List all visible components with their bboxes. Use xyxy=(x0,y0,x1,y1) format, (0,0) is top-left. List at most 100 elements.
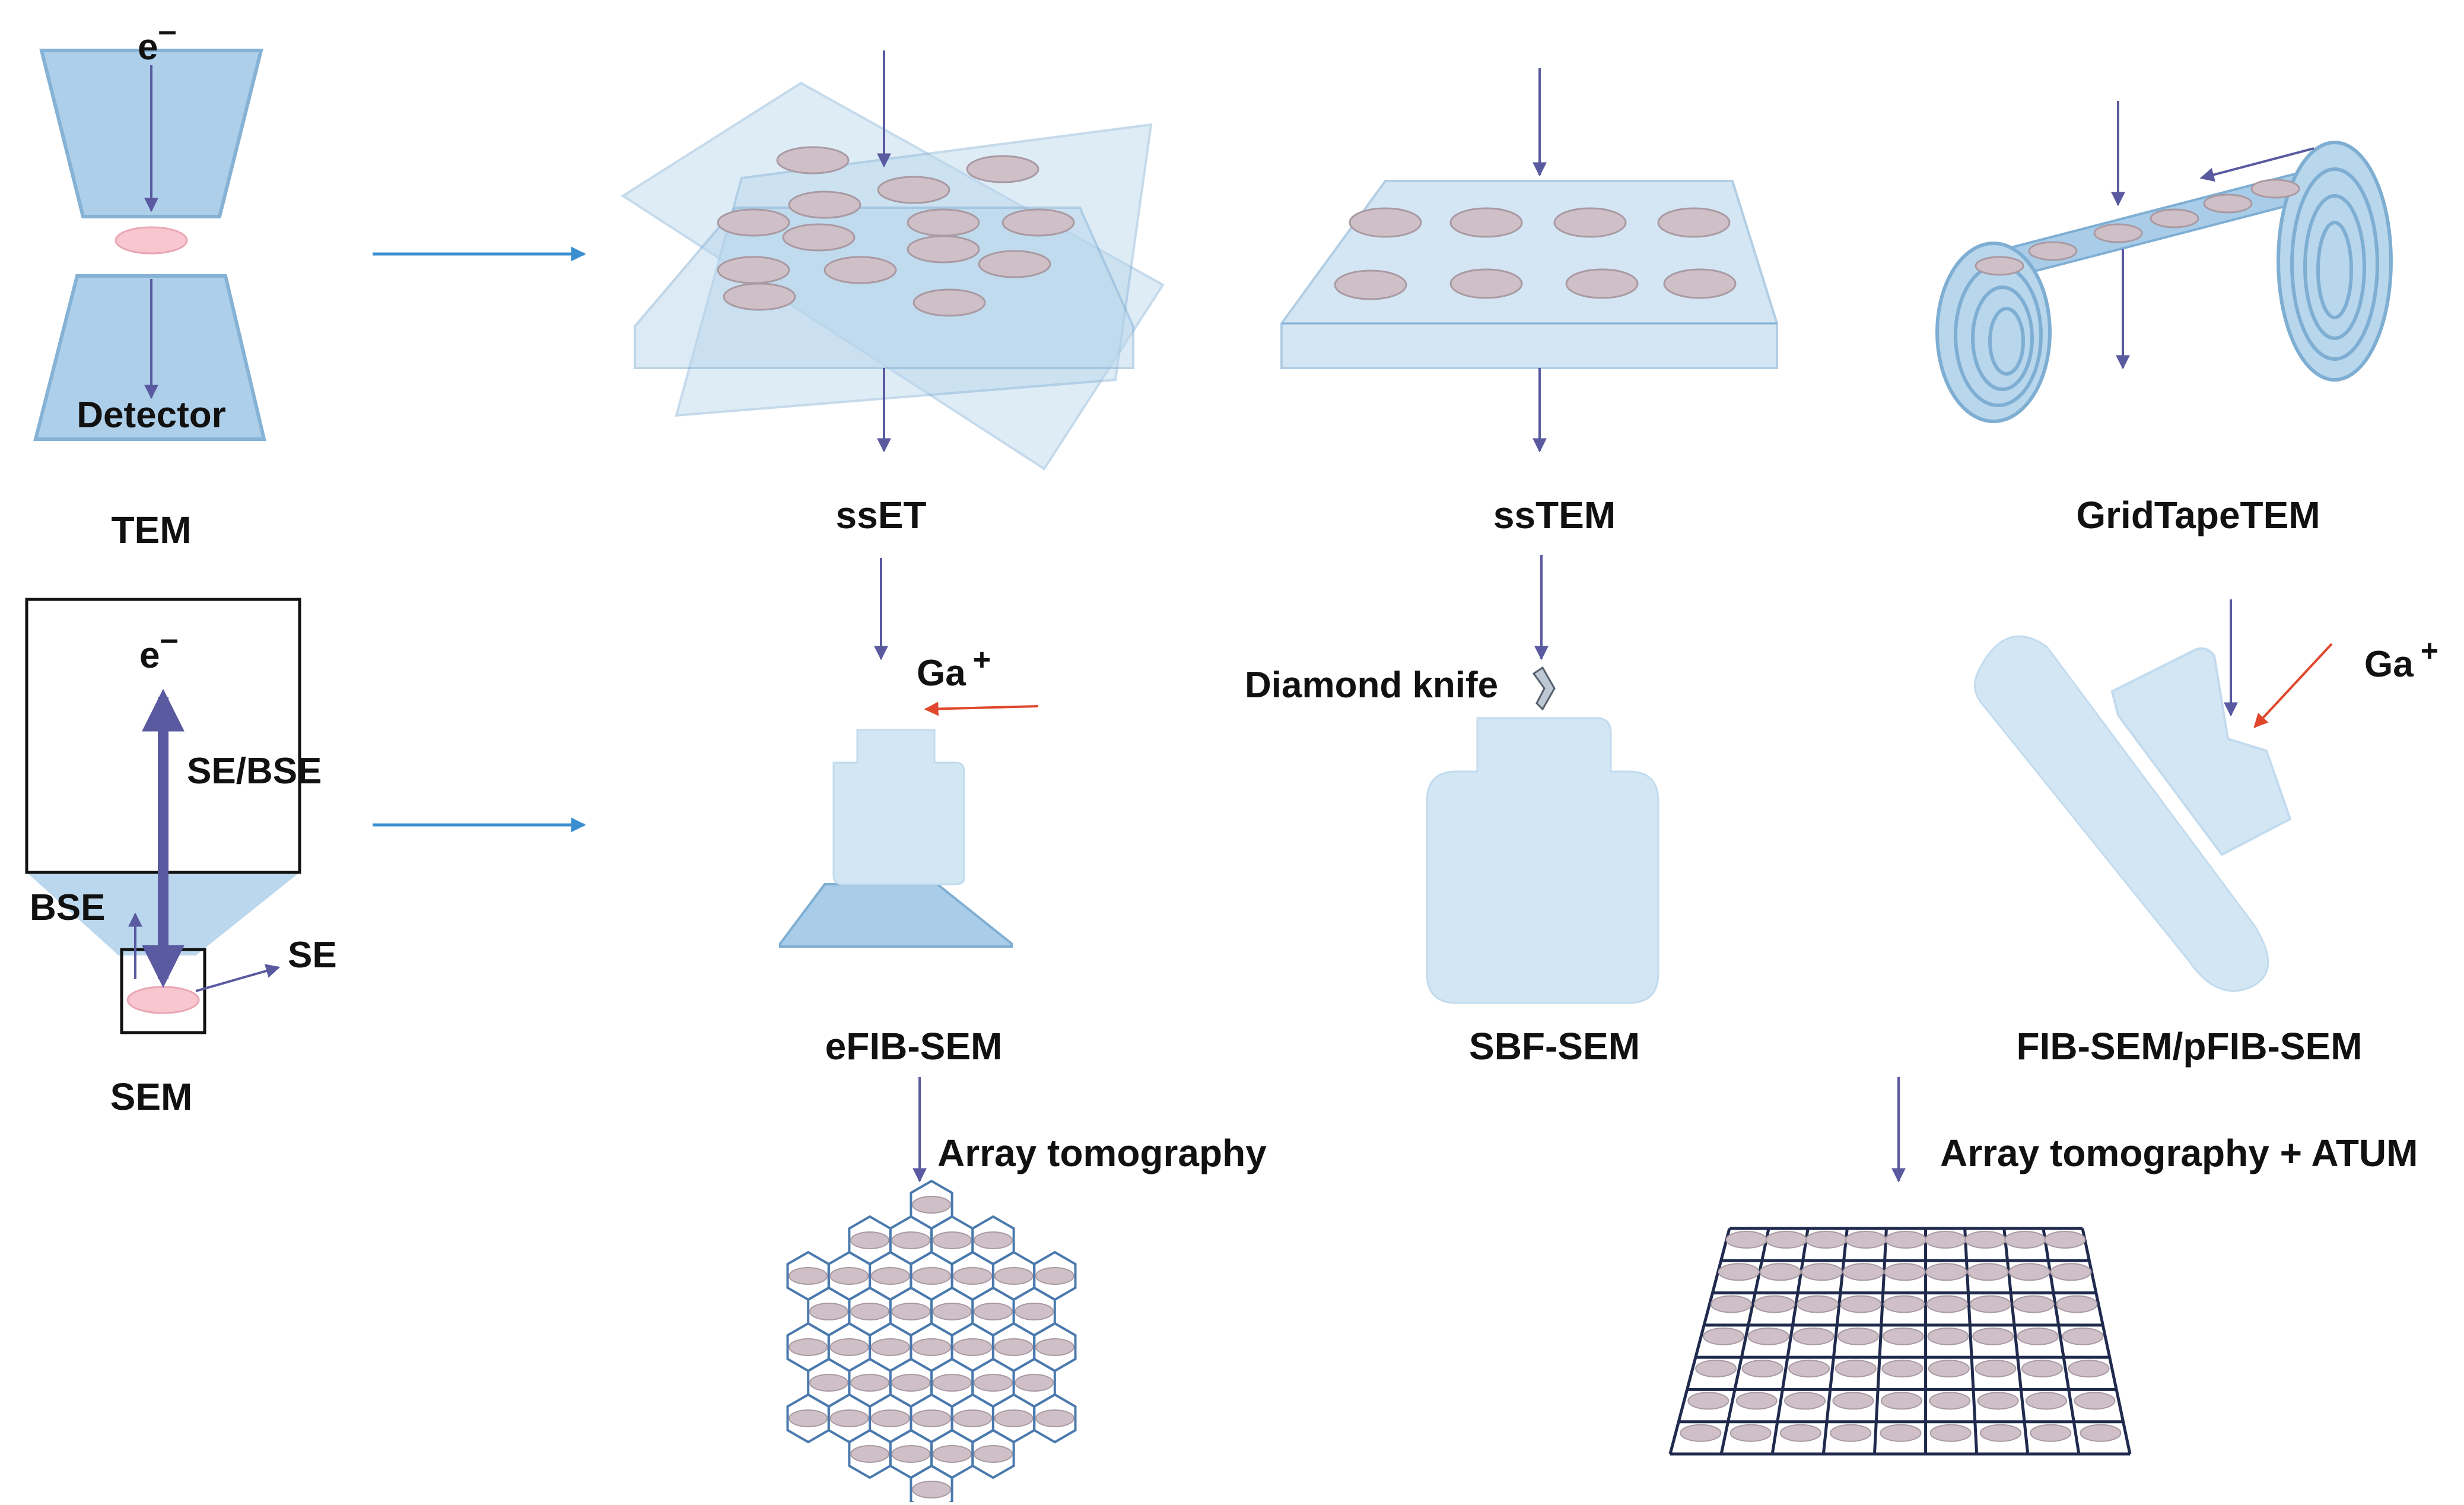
section-disk xyxy=(1882,1327,1924,1345)
section-disk xyxy=(973,1231,1013,1249)
section-disk xyxy=(932,1374,972,1392)
sstem-disks xyxy=(1334,207,1737,300)
section-disk xyxy=(912,1267,951,1285)
section-disk xyxy=(2056,1295,2098,1313)
hex-cell xyxy=(910,1464,953,1505)
section-disk xyxy=(1015,1374,1054,1392)
section-disk xyxy=(891,1445,931,1463)
section-disk xyxy=(870,1338,910,1356)
sset-label: ssET xyxy=(836,494,927,536)
section-disk xyxy=(891,1303,931,1320)
detector-label: Detector xyxy=(77,395,226,436)
section-disk xyxy=(1741,1360,1783,1378)
section-disk xyxy=(2074,1392,2116,1410)
section-disk xyxy=(829,1338,869,1356)
section-disk xyxy=(912,1338,951,1356)
section-disk xyxy=(1765,1231,1807,1249)
section-disk xyxy=(1972,1327,2014,1345)
grid-line xyxy=(2042,1228,2081,1455)
sbf-sem-instrument: Diamond knife SBF-SEM xyxy=(1245,555,1659,1068)
tem-sample xyxy=(115,226,188,255)
section-disk xyxy=(1805,1231,1847,1249)
section-disk xyxy=(1884,1263,1926,1281)
section-disk xyxy=(1725,1231,1767,1249)
hex-cell xyxy=(971,1428,1015,1479)
se-bse-label: SE/BSE xyxy=(187,751,322,792)
gridtape-disks xyxy=(1975,179,2300,276)
gridtape-feed-arrow xyxy=(2199,147,2314,182)
section-disk xyxy=(1880,1424,1922,1442)
section-disk xyxy=(1926,1295,1968,1313)
sstem-slide: ssTEM xyxy=(1280,68,1778,536)
section-disk xyxy=(789,1267,828,1285)
section-disk xyxy=(850,1231,890,1249)
section-disk xyxy=(1830,1424,1872,1442)
gridtape-reels: GridTapeTEM xyxy=(1935,101,2393,536)
sset-glass-1 xyxy=(634,207,1134,369)
section-disk xyxy=(1695,1360,1737,1378)
section-disk xyxy=(1845,1231,1887,1249)
grid-line xyxy=(1872,1228,1888,1455)
section-disk xyxy=(1832,1392,1874,1410)
section-disk xyxy=(1792,1327,1835,1345)
tem-label: TEM xyxy=(111,509,191,551)
section-disk xyxy=(2021,1360,2063,1378)
section-disk xyxy=(932,1445,972,1463)
section-disk xyxy=(1928,1360,1970,1378)
ga-left-ion-beam xyxy=(924,701,1039,716)
section-disk xyxy=(912,1409,951,1427)
bse-label: BSE xyxy=(30,887,105,928)
section-disk xyxy=(912,1481,951,1498)
sstem-label: ssTEM xyxy=(1493,494,1616,536)
grid-line xyxy=(2081,1228,2132,1455)
sem-electron-label: e– xyxy=(139,620,179,676)
section-disk xyxy=(2062,1327,2104,1345)
efib-sem-instrument: Ga+ eFIB-SEM xyxy=(779,558,1039,1068)
section-disk xyxy=(829,1409,869,1427)
efib-stage xyxy=(779,883,1013,948)
section-disk xyxy=(789,1338,828,1356)
section-disk xyxy=(2026,1392,2068,1410)
section-disk xyxy=(2080,1424,2122,1442)
fib-sem-instrument: Ga+ FIB-SEM/pFIB-SEM xyxy=(1974,599,2438,1068)
section-disk xyxy=(1835,1360,1877,1378)
section-disk xyxy=(1885,1231,1926,1249)
section-disk xyxy=(1710,1295,1752,1313)
gridtape-left-reel xyxy=(1935,242,2052,423)
section-disk xyxy=(2004,1231,2046,1249)
section-disk xyxy=(1797,1295,1839,1313)
section-disk xyxy=(953,1267,993,1285)
section-disk xyxy=(1779,1424,1821,1442)
section-disk xyxy=(1718,1263,1760,1281)
section-disk xyxy=(1759,1263,1801,1281)
section-disk xyxy=(2068,1360,2110,1378)
section-disk xyxy=(1925,1263,1967,1281)
section-disk xyxy=(850,1303,890,1320)
section-disk xyxy=(1840,1295,1882,1313)
efib-label: eFIB-SEM xyxy=(825,1025,1003,1068)
section-disk xyxy=(953,1338,993,1356)
section-disk xyxy=(1925,1231,1967,1249)
section-disk xyxy=(1015,1303,1054,1320)
ga-right-ion-beam xyxy=(2253,643,2333,728)
sset-disks xyxy=(717,146,1075,317)
ga-left-label: Ga+ xyxy=(917,643,991,694)
section-disk xyxy=(1837,1327,1880,1345)
hex-cell xyxy=(1033,1393,1077,1444)
section-disk xyxy=(1977,1392,2019,1410)
section-disk xyxy=(1969,1295,2011,1313)
grid-line xyxy=(1770,1228,1810,1455)
section-disk xyxy=(1702,1327,1744,1345)
section-disk xyxy=(1735,1392,1778,1410)
section-disk xyxy=(973,1445,1013,1463)
section-disk xyxy=(994,1338,1034,1356)
diamond-knife-label: Diamond knife xyxy=(1245,665,1498,706)
section-disk xyxy=(1788,1360,1830,1378)
section-disk xyxy=(1801,1263,1843,1281)
section-disk xyxy=(1729,1424,1772,1442)
tem-electron-label: e– xyxy=(138,11,177,68)
sem-sample xyxy=(126,986,200,1014)
tem-lower-column xyxy=(33,274,266,441)
